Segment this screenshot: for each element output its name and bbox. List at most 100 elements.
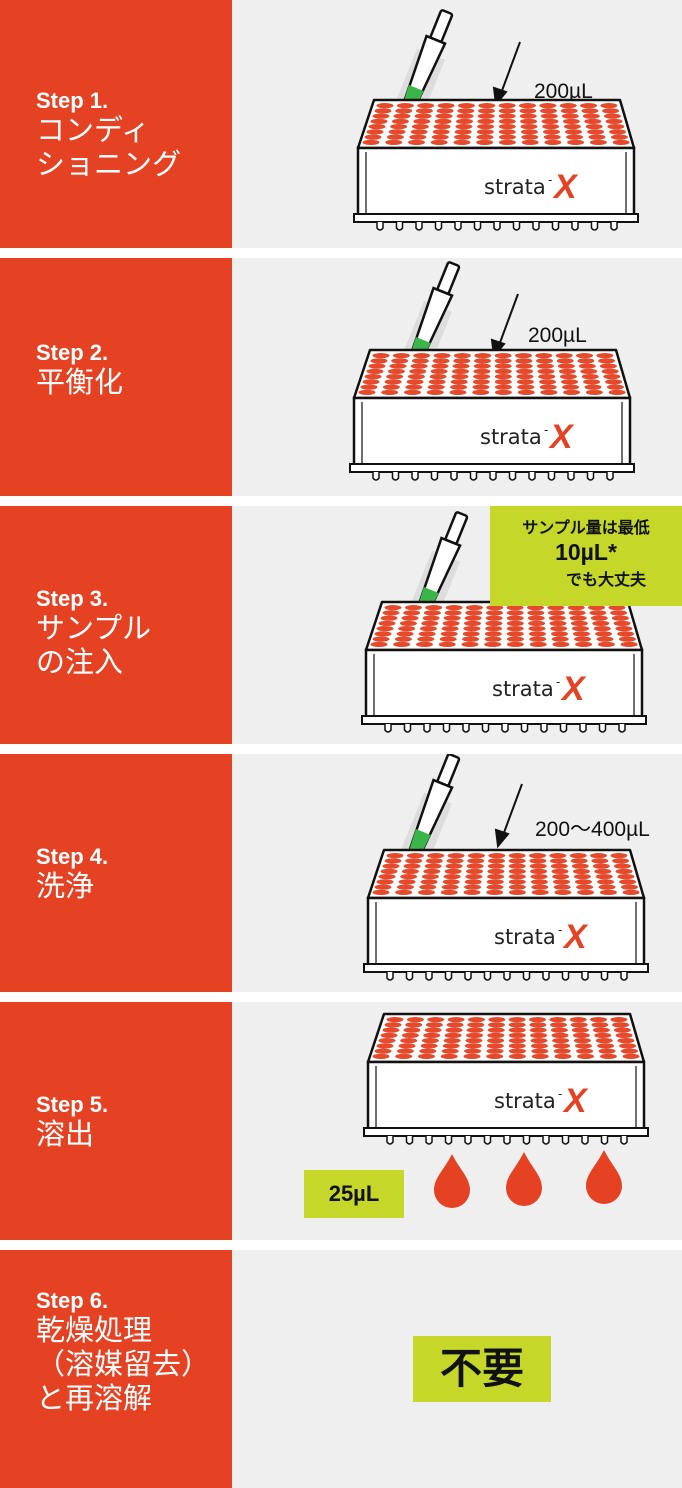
plate-well — [577, 889, 595, 895]
brand-x-mark: X — [552, 168, 579, 206]
plate-well — [527, 605, 544, 611]
plate-well — [551, 631, 568, 637]
plate-well — [427, 853, 445, 859]
plate-well — [392, 353, 410, 359]
plate-well — [404, 605, 422, 611]
plate-well — [457, 103, 475, 109]
plate-well — [498, 139, 516, 145]
plate-well — [530, 1032, 548, 1038]
plate-well — [553, 1043, 570, 1049]
plate-well — [382, 1027, 400, 1033]
svg-text:-: - — [544, 423, 548, 437]
plate-well — [521, 139, 539, 145]
plate-well — [472, 389, 490, 395]
plate-well — [574, 636, 592, 642]
plate-well — [465, 1038, 483, 1044]
plate-well — [411, 124, 429, 130]
plate-well — [473, 363, 491, 369]
plate-well — [444, 610, 462, 616]
step-label: Step 1. コンディ ショニング — [36, 88, 181, 182]
plate-well — [432, 129, 450, 135]
plate-well — [463, 626, 481, 632]
plate-well — [445, 605, 463, 611]
plate-well — [465, 874, 483, 880]
not-required-text: 不要 — [439, 1345, 524, 1392]
plate-well — [530, 1038, 548, 1044]
plate-well — [393, 113, 411, 119]
plate-well — [488, 858, 505, 864]
plate-well — [488, 1017, 506, 1023]
plate-well — [374, 884, 392, 890]
plate-well — [370, 641, 388, 647]
plate-well — [486, 889, 504, 895]
plate-well — [529, 1017, 546, 1023]
volume-label: 200µL — [534, 80, 593, 103]
step-chevron — [0, 0, 305, 248]
plate-well — [391, 358, 409, 364]
plate-well — [592, 1027, 610, 1033]
plate-well — [571, 1027, 589, 1033]
plate-well — [443, 615, 461, 621]
plate-well — [436, 108, 454, 114]
plate-well — [508, 858, 526, 864]
plate-well — [555, 353, 573, 359]
brand-wordmark: strata — [494, 1089, 556, 1113]
plate-well — [527, 610, 545, 616]
plate-well — [508, 853, 526, 859]
plate-well — [400, 874, 418, 880]
plate-well — [617, 631, 635, 637]
plate-well — [457, 108, 475, 114]
plate-well — [558, 368, 576, 374]
plate-well — [596, 353, 614, 359]
step-title-line: ショニング — [36, 149, 182, 181]
plate-well — [366, 129, 384, 135]
plate-well — [585, 389, 603, 395]
plate-well — [619, 1043, 637, 1049]
plate-well — [401, 868, 419, 874]
step-title-line: 乾燥処理 — [36, 1315, 153, 1347]
plate-well — [422, 615, 440, 621]
plate-well — [399, 620, 417, 626]
plate-well — [364, 374, 382, 380]
plate-well — [403, 610, 421, 616]
plate-well — [573, 874, 591, 880]
plate-well — [380, 1032, 398, 1038]
plate-well — [417, 636, 435, 642]
plate-well — [487, 868, 505, 874]
plate-well — [474, 358, 491, 364]
step-title-line: 洗浄 — [36, 871, 95, 903]
plate-well — [566, 134, 584, 140]
plate-well — [372, 353, 390, 359]
plate-well — [387, 368, 405, 374]
plate-well — [430, 139, 448, 145]
plate-well — [382, 610, 400, 616]
plate-well — [608, 605, 626, 611]
plate-well — [613, 863, 631, 869]
plate-well — [477, 124, 495, 130]
plate-well — [544, 139, 562, 145]
plate-well — [391, 118, 409, 124]
plate-well — [413, 353, 431, 359]
plate-well — [485, 620, 503, 626]
plate-well — [498, 113, 516, 119]
plate-well — [515, 363, 533, 369]
plate-well — [576, 353, 593, 359]
plate-well — [487, 1038, 505, 1044]
plate-well — [472, 384, 490, 390]
plate-well — [549, 853, 567, 859]
plate-well — [372, 1053, 390, 1059]
plate-well — [570, 858, 588, 864]
plate-well — [389, 363, 407, 369]
plate-well — [488, 853, 506, 859]
plate-well — [539, 103, 557, 109]
plate-well — [487, 874, 505, 880]
plate-well — [620, 1048, 638, 1054]
plate-well — [485, 615, 503, 621]
plate-well — [589, 139, 607, 145]
plate-well — [620, 884, 638, 890]
plate-well — [467, 853, 485, 859]
plate-well — [425, 858, 443, 864]
plate-well — [565, 129, 582, 135]
plate-well — [529, 636, 547, 642]
plate-well — [594, 1032, 612, 1038]
